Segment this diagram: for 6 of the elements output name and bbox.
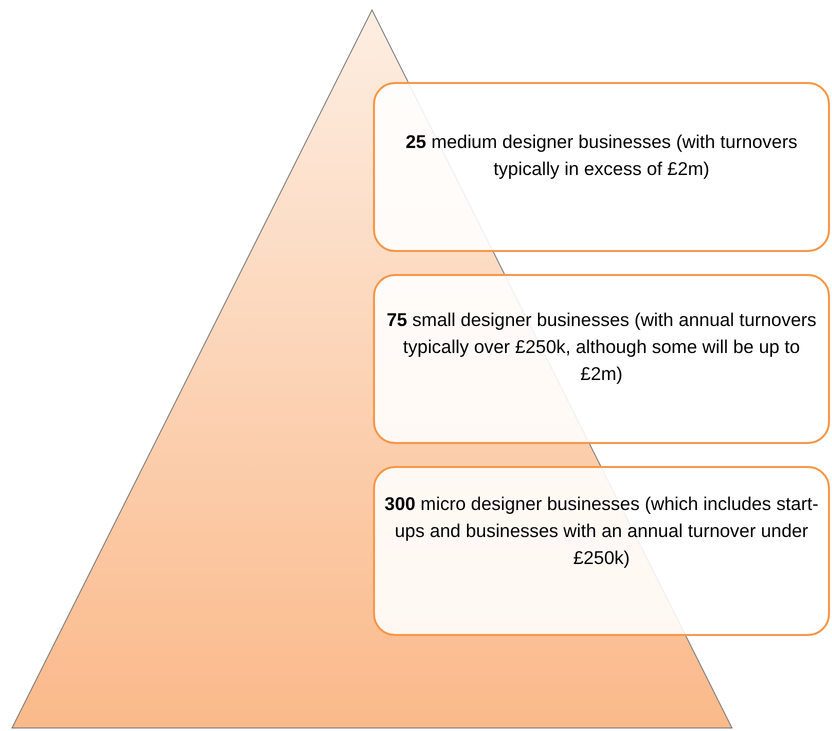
tier-description: 300 micro designer businesses (which includes start-ups and businesses with an annual turnover under £250k) bbox=[384, 492, 820, 570]
tier-card bbox=[373, 466, 830, 636]
tier-description: 75 small designer businesses (with annual turnovers typically over £250k, although some will be up to £2m) bbox=[386, 308, 818, 386]
tier-card bbox=[373, 82, 830, 252]
tier-description: 25 medium designer businesses (with turnovers typically in excess of £2m) bbox=[404, 130, 798, 181]
tier-card bbox=[373, 274, 830, 444]
